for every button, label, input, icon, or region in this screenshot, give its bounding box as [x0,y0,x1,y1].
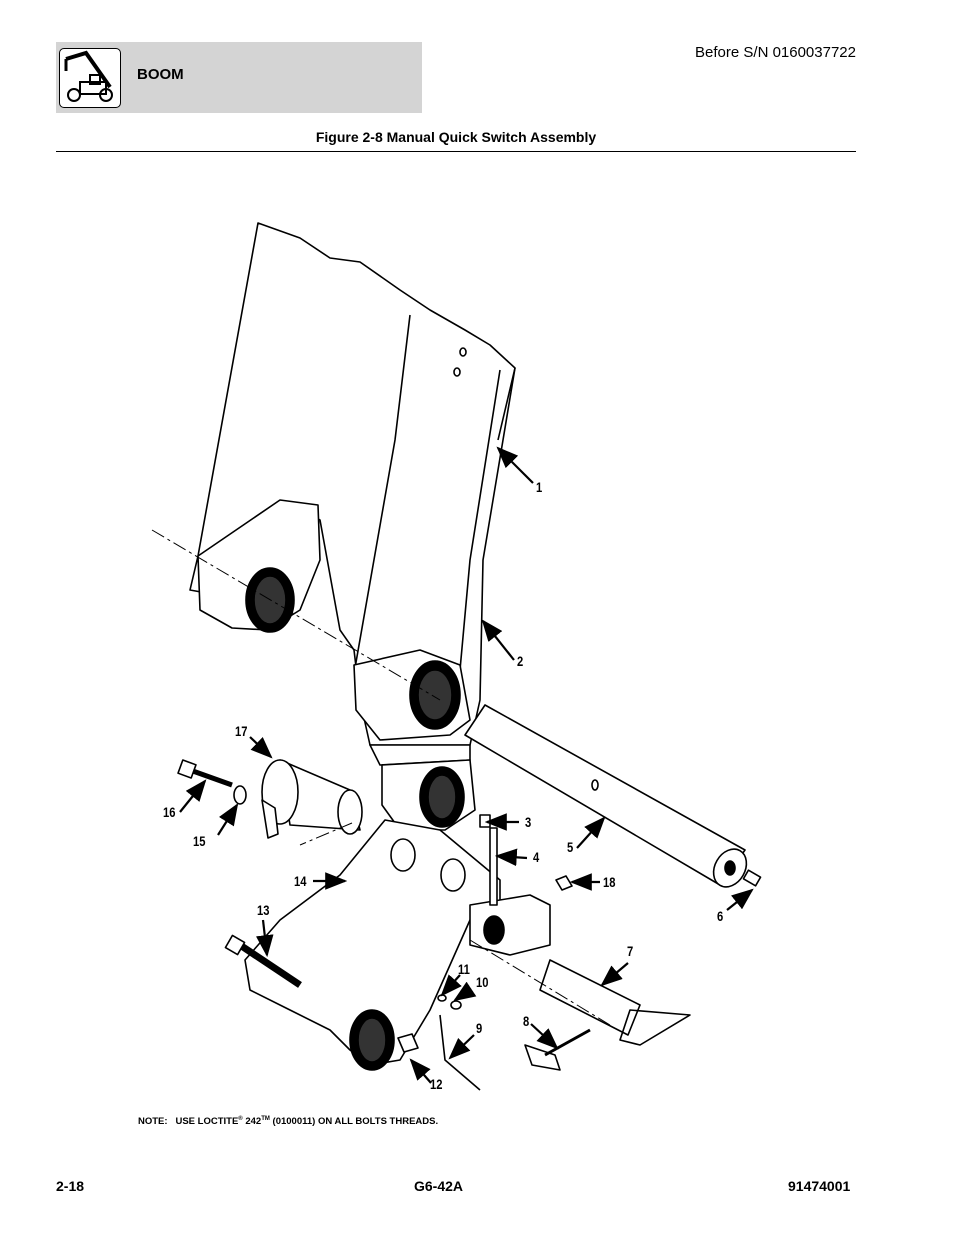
model-number: G6-42A [414,1178,464,1194]
note-product: 242 [242,1116,262,1128]
callout-2: 2 [517,653,524,669]
note-text-before: USE LOCTITE [175,1116,239,1128]
registered-mark: ® [238,1116,243,1122]
header-divider [56,151,856,152]
callout-18: 18 [603,874,616,890]
callout-9: 9 [476,1020,483,1036]
note-label: NOTE: [138,1116,168,1128]
callout-5: 5 [567,839,574,855]
callout-17: 17 [235,723,248,739]
telehandler-icon [59,48,121,108]
callout-11: 11 [458,961,470,977]
callout-8: 8 [523,1013,530,1029]
callout-12: 12 [430,1076,443,1092]
callout-13: 13 [257,902,270,918]
loctite-note: NOTE: USE LOCTITE® 242TM (0100011) ON AL… [138,1116,438,1127]
lock-pin-7 [539,959,641,1036]
callout-16: 16 [163,804,176,820]
callout-1: 1 [536,479,543,495]
document-number: 91474001 [788,1178,851,1194]
callout-4: 4 [533,849,540,865]
figure-title: Figure 2-8 Manual Quick Switch Assembly [315,129,597,145]
trademark-mark: TM [261,1116,270,1122]
callout-15: 15 [193,833,206,849]
section-title: BOOM [137,66,184,83]
page-number: 2-18 [56,1178,85,1194]
callout-3: 3 [525,814,532,830]
pin-part-5 [464,704,746,886]
lock-plate [469,894,551,956]
callout-10: 10 [476,974,489,990]
callout-14: 14 [294,873,307,889]
boom-part [189,222,516,746]
callout-7: 7 [627,943,634,959]
note-text-after: (0100011) ON ALL BOLTS THREADS. [269,1116,439,1128]
serial-number-note: Before S/N 0160037722 [695,44,856,61]
callout-6: 6 [717,908,724,924]
